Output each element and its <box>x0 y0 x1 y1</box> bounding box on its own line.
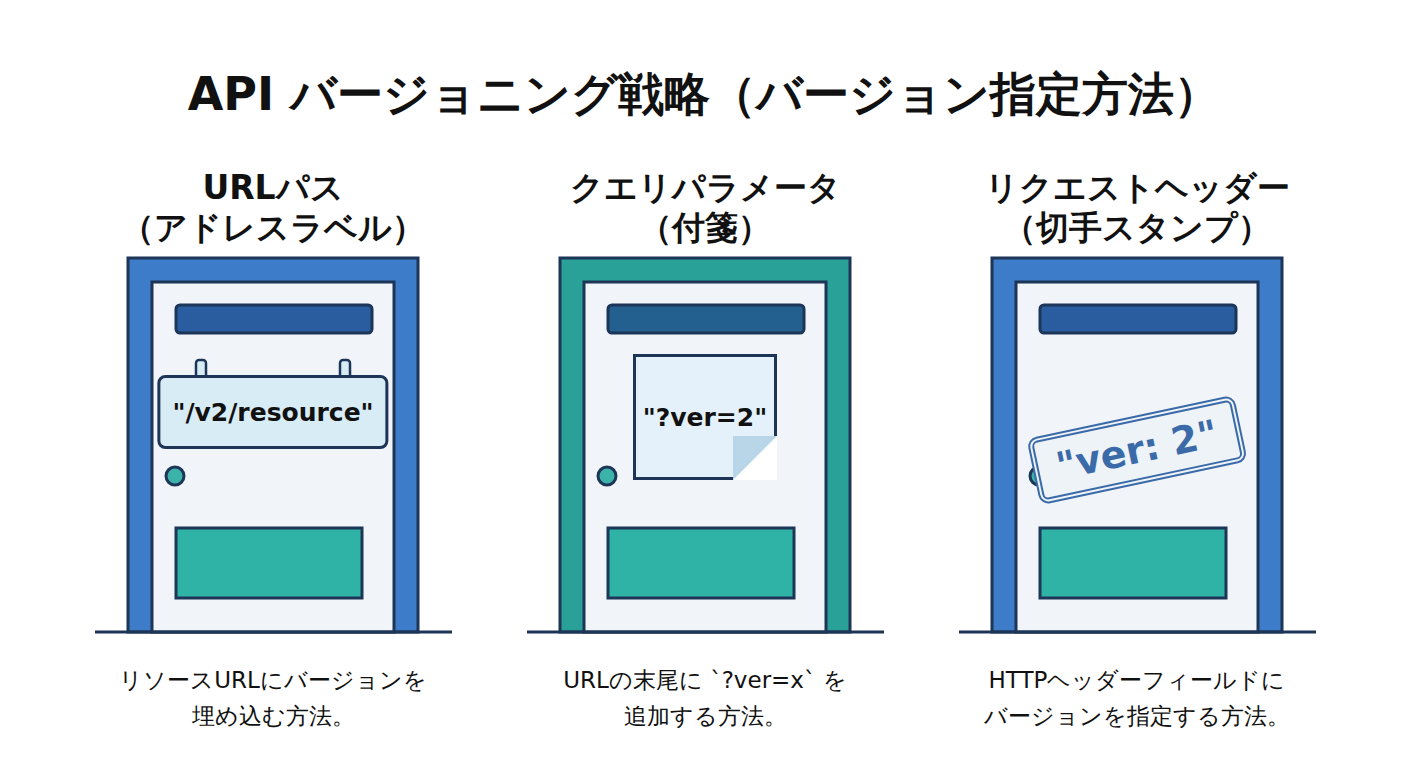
mail-slot <box>608 305 804 333</box>
mail-slot <box>1040 305 1236 333</box>
middle-door <box>527 258 884 632</box>
address-label: "/v2/resource" <box>157 375 388 449</box>
right-door <box>959 258 1316 632</box>
mail-slot <box>176 305 372 333</box>
door-column: URLパス （アドレスラベル） リソースURLにバージョンを 埋め込む方法。 "/v… <box>73 168 473 758</box>
door-leaf <box>152 282 394 632</box>
door-column: クエリパラメータ （付箋） URLの末尾に `?ver=x` を 追加する方法。 "… <box>505 168 905 758</box>
door-frame <box>560 258 850 632</box>
floor-line <box>959 631 1316 634</box>
door-panel <box>608 528 794 598</box>
version-text: "/v2/resource" <box>172 398 373 427</box>
door-frame <box>992 258 1282 632</box>
method-heading: URLパス （アドレスラベル） <box>73 168 473 248</box>
floor-line <box>527 631 884 634</box>
sticky-note: "?ver=2" <box>633 354 777 480</box>
door-panel <box>1040 528 1226 598</box>
diagram-title: API バージョニング戦略（バージョン指定方法） <box>0 62 1408 126</box>
version-text: "?ver=2" <box>643 403 767 432</box>
version-text: "ver: 2" <box>1052 411 1221 488</box>
floor-line <box>95 631 452 634</box>
method-heading: リクエストヘッダー （切手スタンプ） <box>937 168 1337 248</box>
door-panel <box>176 528 362 598</box>
method-heading: クエリパラメータ （付箋） <box>505 168 905 248</box>
door-knob <box>166 467 184 485</box>
note-fold <box>733 436 777 480</box>
door-knob <box>598 467 616 485</box>
stamp-mark: "ver: 2" <box>1026 395 1247 506</box>
left-door <box>95 258 452 632</box>
method-description: HTTPヘッダーフィールドに バージョンを指定する方法。 <box>937 662 1337 734</box>
method-description: リソースURLにバージョンを 埋め込む方法。 <box>73 662 473 734</box>
door-leaf <box>584 282 826 632</box>
door-column: リクエストヘッダー （切手スタンプ） HTTPヘッダーフィールドに バージョンを指… <box>937 168 1337 758</box>
door-frame <box>128 258 418 632</box>
method-description: URLの末尾に `?ver=x` を 追加する方法。 <box>505 662 905 734</box>
door-leaf <box>1016 282 1258 632</box>
